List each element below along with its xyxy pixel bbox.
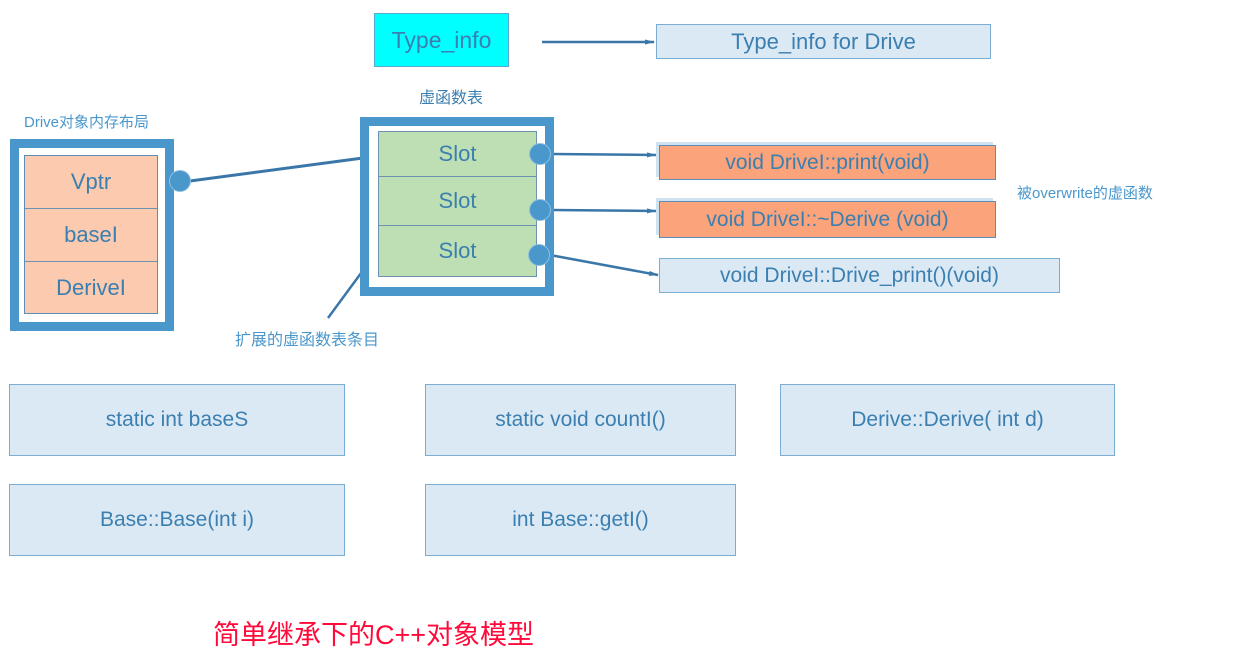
slot1-anchor-dot (529, 143, 551, 165)
vtable-title: 虚函数表 (419, 90, 484, 107)
field-vptr[interactable]: Vptr (25, 156, 157, 209)
slot2-arrow (551, 208, 657, 214)
member-derive-constructor[interactable]: Derive::Derive( int d) (780, 384, 1115, 456)
vptr-connector (189, 154, 379, 183)
type-info-box[interactable]: Type_info (374, 13, 509, 67)
vtable-slot[interactable]: Slot (379, 177, 536, 226)
object-layout: Vptr baseI DeriveI (24, 155, 158, 314)
virtual-function-print[interactable]: void DriveI::print(void) (659, 145, 996, 180)
vtable: Slot Slot Slot (378, 131, 537, 277)
object-layout-title: Drive对象内存布局 (24, 114, 150, 131)
type-info-target-box[interactable]: Type_info for Drive (656, 24, 991, 59)
vtable-slot[interactable]: Slot (379, 132, 536, 177)
vtable-extension-label: 扩展的虚函数表条目 (235, 332, 380, 349)
slot3-anchor-dot (528, 244, 550, 266)
overwrite-note: 被overwrite的虚函数 (1017, 185, 1153, 202)
member-static-counti[interactable]: static void countI() (425, 384, 736, 456)
member-base-constructor[interactable]: Base::Base(int i) (9, 484, 345, 556)
vptr-anchor-dot (169, 170, 191, 192)
diagram-caption: 简单继承下的C++对象模型 (213, 620, 535, 650)
field-basei[interactable]: baseI (25, 209, 157, 262)
slot3-arrow (549, 253, 659, 277)
slot1-arrow (551, 152, 657, 158)
virtual-function-drive-print[interactable]: void DriveI::Drive_print()(void) (659, 258, 1060, 293)
slot2-anchor-dot (529, 199, 551, 221)
field-derivei[interactable]: DeriveI (56, 275, 126, 300)
virtual-function-destructor[interactable]: void DriveI::~Derive (void) (659, 201, 996, 238)
vtable-slot[interactable]: Slot (438, 238, 477, 263)
member-base-geti[interactable]: int Base::getI() (425, 484, 736, 556)
member-static-int-bases[interactable]: static int baseS (9, 384, 345, 456)
